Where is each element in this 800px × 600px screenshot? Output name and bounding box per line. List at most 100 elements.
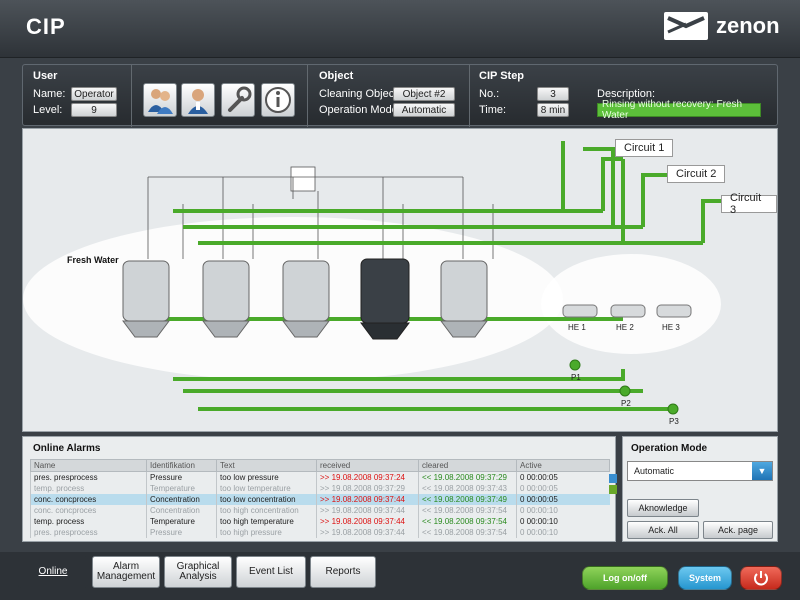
log-on-off-button[interactable]: Log on/off bbox=[582, 566, 668, 590]
alarm-active-cell: 0 00:00:10 bbox=[516, 504, 610, 516]
cip-step-section-title: CIP Step bbox=[479, 70, 525, 82]
divider bbox=[307, 65, 308, 127]
alarm-text-cell: too high concentration bbox=[216, 504, 317, 516]
alarm-name-cell: temp. process bbox=[30, 482, 147, 494]
tab-graphical-analysis[interactable]: Graphical Analysis bbox=[164, 556, 232, 588]
object-section-title: Object bbox=[319, 70, 354, 82]
operation-mode-title: Operation Mode bbox=[631, 443, 708, 454]
operation-mode-select[interactable]: Automatic ▼ bbox=[627, 461, 773, 481]
column-header-name[interactable]: Name bbox=[30, 459, 147, 472]
scroll-down-icon[interactable] bbox=[609, 485, 617, 494]
app-title: CIP bbox=[26, 14, 66, 39]
wrench-icon bbox=[228, 86, 252, 112]
users-button[interactable] bbox=[143, 83, 177, 117]
alarm-text-cell: too low temperature bbox=[216, 482, 317, 494]
info-icon bbox=[265, 87, 291, 113]
cleaning-object-label: Cleaning Object: bbox=[319, 88, 401, 100]
user-level-value: 9 bbox=[71, 103, 117, 117]
alarm-text-cell: too high pressure bbox=[216, 526, 317, 538]
circuit-3-box[interactable]: Circuit 3 bbox=[721, 192, 777, 216]
alarm-cleared-cell: << 19.08.2008 09:37:54 bbox=[418, 515, 517, 527]
alarm-identification-cell: Pressure bbox=[146, 526, 217, 538]
process-diagram: Fresh Water Circuit 1 Circuit 2 Circuit … bbox=[22, 128, 778, 432]
he-2-label: HE 2 bbox=[616, 323, 634, 332]
alarm-name-cell: pres. presprocess bbox=[30, 526, 147, 538]
alarm-name-cell: temp. process bbox=[30, 515, 147, 527]
cleaning-object-value: Object #2 bbox=[393, 87, 455, 101]
system-button[interactable]: System bbox=[678, 566, 732, 590]
power-icon bbox=[754, 571, 768, 586]
alarm-identification-cell: Concentration bbox=[146, 493, 217, 505]
alarm-identification-cell: Concentration bbox=[146, 504, 217, 516]
alarm-received-cell: >> 19.08.2008 09:37:44 bbox=[316, 515, 419, 527]
column-header-received[interactable]: received bbox=[316, 459, 419, 472]
ack-page-button[interactable]: Ack. page bbox=[703, 521, 773, 539]
column-header-cleared[interactable]: cleared bbox=[418, 459, 517, 472]
alarm-received-cell: >> 19.08.2008 09:37:44 bbox=[316, 504, 419, 516]
user-name-value: Operator bbox=[71, 87, 117, 101]
info-strip: User Name: Operator Level: 9 Object Clea… bbox=[22, 64, 778, 127]
alarm-active-cell: 0 00:00:05 bbox=[516, 471, 610, 483]
circuit-2-box[interactable]: Circuit 2 bbox=[667, 165, 726, 183]
alarm-active-cell: 0 00:00:05 bbox=[516, 482, 610, 494]
zenon-logo-icon bbox=[664, 12, 708, 40]
alarm-identification-cell: Temperature bbox=[146, 515, 217, 527]
alarm-received-cell: >> 19.08.2008 09:37:44 bbox=[316, 526, 419, 538]
operation-mode-label: Operation Mode: bbox=[319, 104, 401, 116]
brand-logo: zenon bbox=[664, 12, 780, 40]
step-time-label: Time: bbox=[479, 104, 507, 116]
pump-2-label: P2 bbox=[621, 399, 631, 408]
acknowledge-button[interactable]: Aknowledge bbox=[627, 499, 699, 517]
alarm-identification-cell: Pressure bbox=[146, 471, 217, 483]
operation-mode-panel: Operation Mode Automatic ▼ Aknowledge Ac… bbox=[622, 436, 778, 542]
scroll-up-icon[interactable] bbox=[609, 474, 617, 483]
tab-online[interactable]: Online bbox=[18, 556, 88, 588]
step-no-label: No.: bbox=[479, 88, 500, 100]
power-button[interactable] bbox=[740, 566, 782, 590]
user-name-label: Name: bbox=[33, 88, 66, 100]
tab-reports[interactable]: Reports bbox=[310, 556, 376, 588]
alarm-name-cell: conc. concproces bbox=[30, 493, 147, 505]
column-header-identifikation[interactable]: Identifikation bbox=[146, 459, 217, 472]
tab-alarm-management[interactable]: Alarm Management bbox=[92, 556, 160, 588]
description-value: Rinsing without recovery: Fresh Water bbox=[597, 99, 761, 121]
alarm-table: Name Identifikation Text received cleare… bbox=[30, 459, 610, 538]
alarm-name-cell: conc. concproces bbox=[30, 504, 147, 516]
alarm-cleared-cell: << 19.08.2008 09:37:49 bbox=[418, 493, 517, 505]
alarm-active-cell: 0 00:00:05 bbox=[516, 493, 610, 505]
alarm-cleared-cell: << 19.08.2008 09:37:54 bbox=[418, 526, 517, 538]
info-button[interactable] bbox=[261, 83, 295, 117]
online-alarms-title: Online Alarms bbox=[33, 443, 101, 454]
fresh-water-label: Fresh Water bbox=[67, 255, 119, 265]
alarm-received-cell: >> 19.08.2008 09:37:24 bbox=[316, 471, 419, 483]
alarm-name-cell: pres. presprocess bbox=[30, 471, 147, 483]
ack-all-button[interactable]: Ack. All bbox=[627, 521, 699, 539]
top-bar: CIP zenon bbox=[0, 0, 800, 58]
alarm-identification-cell: Temperature bbox=[146, 482, 217, 494]
step-time-value: 8 min bbox=[537, 103, 569, 117]
tab-event-list[interactable]: Event List bbox=[236, 556, 306, 588]
user-button[interactable] bbox=[181, 83, 215, 117]
circuit-1-box[interactable]: Circuit 1 bbox=[615, 139, 674, 157]
alarm-scrollbar[interactable] bbox=[609, 474, 617, 494]
divider bbox=[469, 65, 470, 127]
alarm-cleared-cell: << 19.08.2008 09:37:54 bbox=[418, 504, 517, 516]
column-header-active[interactable]: Active bbox=[516, 459, 610, 472]
user-section-title: User bbox=[33, 70, 58, 82]
online-alarms-panel: Online Alarms Name Identifikation Text r… bbox=[22, 436, 617, 542]
pump-1-label: P1 bbox=[571, 373, 581, 382]
he-1-label: HE 1 bbox=[568, 323, 586, 332]
column-header-text[interactable]: Text bbox=[216, 459, 317, 472]
operation-mode-selected: Automatic bbox=[634, 466, 675, 476]
alarm-active-cell: 0 00:00:10 bbox=[516, 515, 610, 527]
user-icon bbox=[188, 89, 208, 114]
chevron-down-icon[interactable]: ▼ bbox=[752, 462, 772, 480]
users-icon bbox=[148, 89, 173, 114]
settings-button[interactable] bbox=[221, 83, 255, 117]
